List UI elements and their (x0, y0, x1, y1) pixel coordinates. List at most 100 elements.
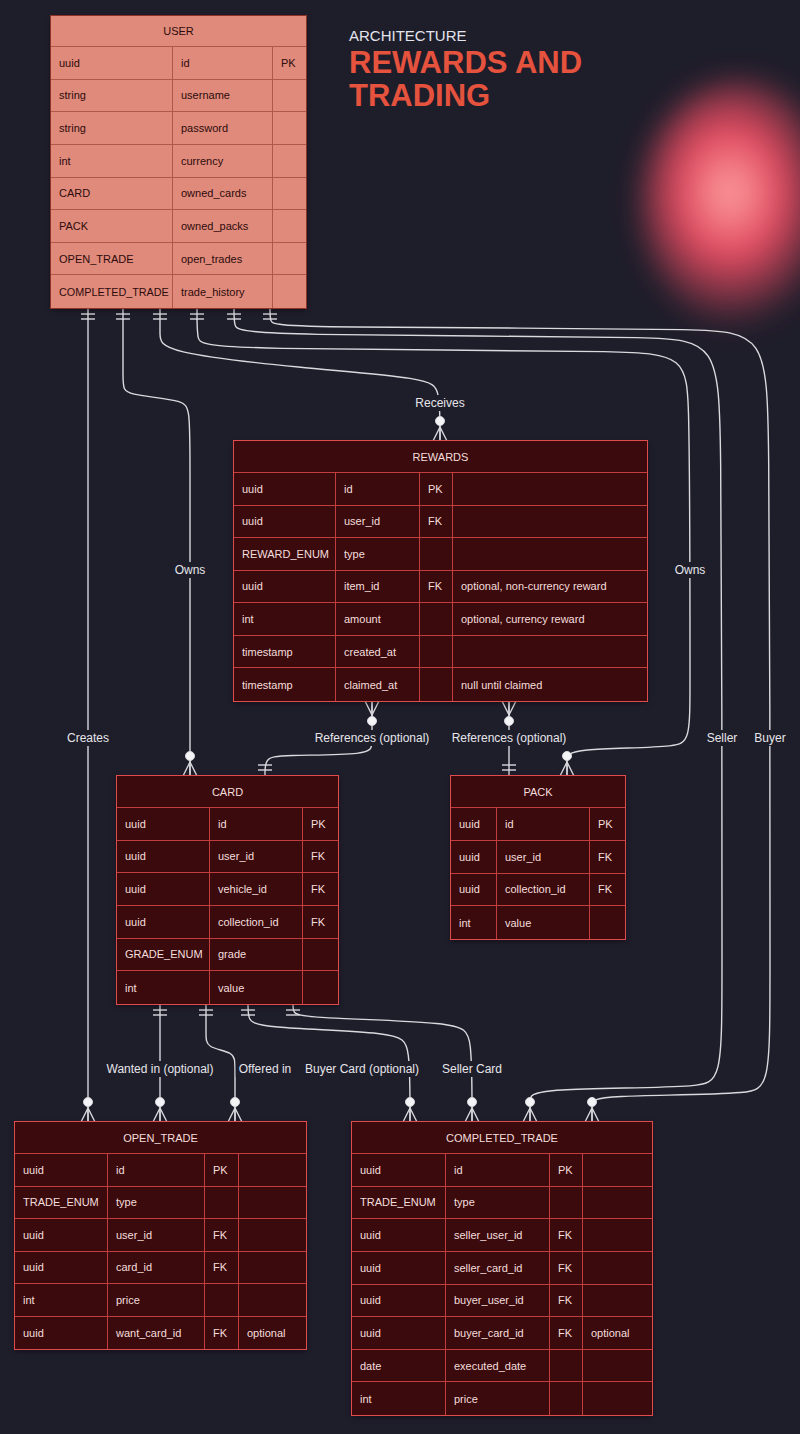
table-header: COMPLETED_TRADE (352, 1122, 652, 1154)
crows-foot (433, 427, 440, 441)
table-cell: OPEN_TRADE (51, 243, 173, 276)
crows-foot (403, 1108, 410, 1122)
table-cell (583, 1382, 652, 1415)
table-header: OPEN_TRADE (15, 1122, 306, 1154)
table-cell-text: string (59, 121, 86, 135)
cardinality-zero (436, 417, 445, 426)
table-cell (273, 178, 306, 211)
table-cell-text: uuid (59, 56, 80, 70)
table-cell-text: uuid (23, 1260, 44, 1274)
cardinality-one (286, 1014, 300, 1015)
cardinality-one (116, 313, 130, 314)
table-cell: uuid (51, 47, 173, 80)
crows-foot (567, 762, 574, 776)
table-cell: int (234, 603, 336, 636)
table-cell-text: uuid (125, 817, 146, 831)
entity-table: CARDuuididPKuuiduser_idFKuuidvehicle_idF… (117, 776, 338, 1004)
table-cell: string (51, 80, 173, 113)
table-cell: int (451, 906, 497, 939)
table-cell: id (336, 473, 420, 506)
cardinality-one (258, 769, 272, 770)
table-cell-text: optional, currency reward (461, 612, 585, 626)
table-header: USER (51, 16, 306, 47)
table-cell-text: TRADE_ENUM (360, 1195, 436, 1209)
table-cell: null until claimed (453, 668, 647, 701)
table-cell (239, 1187, 306, 1220)
table-cell: id (173, 47, 273, 80)
table-cell-text: seller_card_id (454, 1261, 522, 1275)
table-cell (420, 668, 453, 701)
table-cell: claimed_at (336, 668, 420, 701)
table-cell: FK (550, 1252, 583, 1285)
cardinality-zero (156, 1098, 165, 1107)
table-cell: collection_id (497, 874, 590, 907)
table-cell-text: uuid (125, 915, 146, 929)
cardinality-zero (526, 1098, 535, 1107)
table-cell (239, 1219, 306, 1252)
table-cell: user_id (497, 841, 590, 874)
table-cell: buyer_user_id (446, 1285, 550, 1318)
relation-line (87, 308, 88, 1122)
table-cell (590, 906, 625, 939)
table-cell: owned_packs (173, 210, 273, 243)
table-cell (273, 210, 306, 243)
table-cell: optional (239, 1317, 306, 1350)
table-cell-text: uuid (23, 1163, 44, 1177)
table-cell-text: uuid (242, 482, 263, 496)
cardinality-zero (368, 717, 377, 726)
table-header: REWARDS (234, 441, 647, 473)
cardinality-one (502, 764, 516, 765)
relation-line (197, 308, 690, 776)
table-cell (273, 112, 306, 145)
relation-label: Receives (412, 395, 467, 411)
table-cell: FK (550, 1219, 583, 1252)
cardinality-one (153, 318, 167, 319)
entity-table: OPEN_TRADEuuididPKTRADE_ENUMtypeuuiduser… (15, 1122, 306, 1349)
table-cell-text: COMPLETED_TRADE (59, 285, 169, 299)
table-cell: created_at (336, 636, 420, 669)
table-cell (205, 1187, 239, 1220)
table-cell: uuid (352, 1285, 446, 1318)
table-cell-text: value (505, 916, 531, 930)
cardinality-zero (406, 1098, 415, 1107)
cardinality-zero (186, 752, 195, 761)
table-cell-text: uuid (125, 849, 146, 863)
crows-foot (585, 1108, 592, 1122)
table-cell-text: uuid (360, 1326, 381, 1340)
table-cell: PK (303, 808, 338, 841)
cardinality-one (286, 1009, 300, 1010)
table-cell-text: buyer_user_id (454, 1293, 524, 1307)
table-cell: item_id (336, 571, 420, 604)
table-cell (453, 636, 647, 669)
crows-foot (409, 1107, 410, 1122)
table-cell-text: id (218, 817, 227, 831)
table-cell: uuid (234, 571, 336, 604)
table-cell-text: seller_user_id (454, 1228, 522, 1242)
table-cell (239, 1284, 306, 1317)
table-cell (420, 603, 453, 636)
table-cell: card_id (108, 1252, 205, 1285)
table-cell-text: user_id (218, 849, 254, 863)
cardinality-zero (84, 1098, 93, 1107)
table-cell-text: FK (428, 514, 442, 528)
table-cell-text: PACK (59, 219, 88, 233)
table-cell-text: id (181, 56, 190, 70)
table-cell (453, 506, 647, 539)
entity-table: PACKuuididPKuuiduser_idFKuuidcollection_… (451, 776, 625, 939)
table-header: CARD (117, 776, 338, 808)
table-cell-text: uuid (23, 1326, 44, 1340)
crows-foot (566, 761, 567, 776)
table-cell: FK (420, 571, 453, 604)
table-cell-text: FK (213, 1326, 227, 1340)
table-cell: FK (303, 873, 338, 906)
table-cell: seller_user_id (446, 1219, 550, 1252)
table-cell-text: int (459, 916, 471, 930)
table-cell: price (446, 1382, 550, 1415)
table-cell-text: price (116, 1293, 140, 1307)
table-cell-text: executed_date (454, 1359, 526, 1373)
cardinality-zero (563, 752, 572, 761)
table-cell-text: password (181, 121, 228, 135)
table-title: COMPLETED_TRADE (446, 1131, 558, 1145)
table-cell: id (210, 808, 303, 841)
crows-foot (439, 426, 440, 441)
